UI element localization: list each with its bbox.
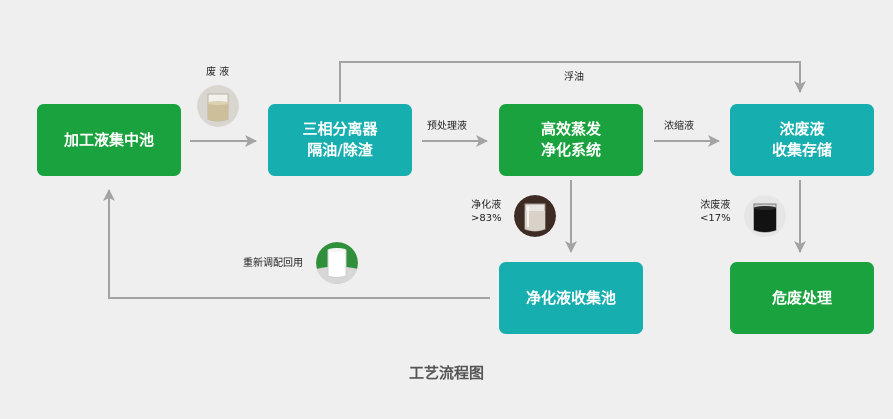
diagram-caption: 工艺流程图 — [408, 364, 484, 382]
node-label-line1: 三相分离器 — [302, 120, 378, 138]
node-label: 加工液集中池 — [63, 130, 154, 149]
waste-liquid-beaker-icon — [197, 85, 239, 127]
node-label: 净化液收集池 — [525, 288, 616, 307]
node-hazardous-disposal: 危废处理 — [730, 262, 874, 334]
node-collection-tank: 加工液集中池 — [37, 104, 181, 176]
node-evaporator: 高效蒸发 净化系统 — [499, 104, 643, 176]
arrow-floating-oil — [339, 61, 806, 102]
node-concentrate-storage: 浓废液 收集存储 — [730, 104, 874, 176]
clean-liquid-name: 净化液 — [471, 200, 502, 211]
edge-label-clean-liquid: 净化液 >83% — [471, 199, 502, 225]
edge-label-concentrated: 浓缩液 — [664, 121, 694, 132]
clean-liquid-ratio: >83% — [471, 213, 502, 224]
edge-label-waste-liquid: 废 液 — [206, 67, 230, 78]
node-label: 危废处理 — [771, 288, 832, 307]
white-liquid-jar-icon — [316, 242, 358, 284]
arrow-reuse-loop — [103, 189, 490, 299]
edge-label-floating-oil: 浮油 — [564, 72, 584, 83]
node-three-phase-separator: 三相分离器 隔油/除渣 — [268, 104, 412, 176]
node-clean-liquid-tank: 净化液收集池 — [499, 262, 643, 334]
concentrate-beaker-icon — [744, 195, 786, 237]
edge-label-pretreated: 预处理液 — [427, 121, 467, 132]
concentrate-name: 浓废液 — [700, 200, 731, 211]
node-label-line2: 收集存储 — [771, 141, 832, 159]
node-label-line1: 高效蒸发 — [540, 120, 601, 138]
edge-label-reuse: 重新调配回用 — [243, 258, 303, 269]
concentrate-ratio: <17% — [700, 213, 731, 224]
node-label-line2: 隔油/除渣 — [307, 141, 373, 159]
node-label-line2: 净化系统 — [540, 141, 601, 159]
node-label-line1: 浓废液 — [779, 120, 825, 138]
edge-label-concentrate-ratio: 浓废液 <17% — [700, 199, 731, 225]
clean-liquid-beaker-icon — [514, 195, 556, 237]
